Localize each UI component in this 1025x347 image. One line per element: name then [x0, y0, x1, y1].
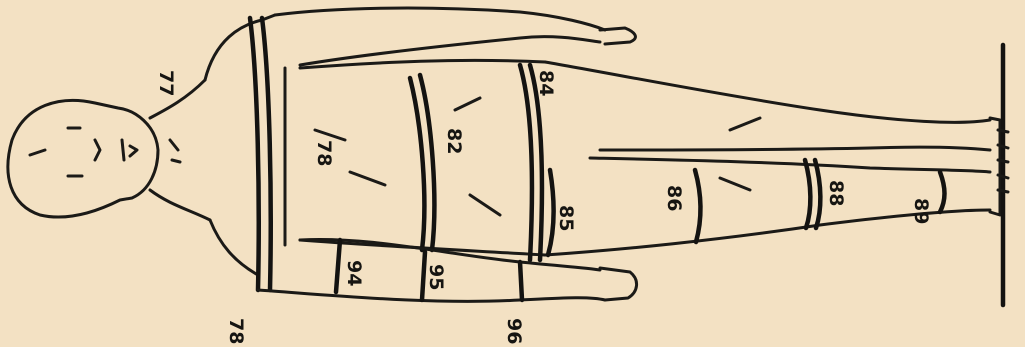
- torso-line-4: [455, 98, 480, 110]
- label-forearm: 95: [425, 264, 447, 290]
- arm-bottom-lower: [258, 290, 605, 301]
- label-neck: 77: [155, 70, 177, 96]
- shoulder-bottom: [210, 220, 258, 275]
- calf-band-2: [815, 160, 820, 228]
- label-calf: 88: [825, 180, 847, 206]
- label-waist: 82: [443, 128, 465, 154]
- ankle-band: [940, 172, 945, 212]
- chin-mark: [130, 146, 137, 156]
- label-hip: 84: [535, 70, 557, 96]
- waist-band-2: [410, 78, 424, 250]
- upper-arm-band: [336, 240, 340, 292]
- feet-outline: [990, 118, 1000, 215]
- hip-band: [520, 65, 532, 260]
- mouth: [122, 140, 124, 160]
- nose: [95, 140, 100, 160]
- chest-band: [262, 18, 271, 290]
- forearm-band: [422, 252, 425, 300]
- torso-line-1: [315, 130, 345, 140]
- label-chest: 78: [313, 140, 335, 166]
- neck-marks: [170, 140, 180, 162]
- head-outline: [8, 100, 158, 217]
- label-ankle: 89: [910, 198, 932, 224]
- leg-top-lower: [600, 147, 990, 150]
- torso-line-2: [350, 172, 385, 185]
- torso-line-3: [470, 195, 500, 215]
- label-shoulder: 78: [225, 318, 247, 344]
- label-upper-arm: 94: [343, 260, 365, 286]
- arm-top-upper: [275, 8, 605, 30]
- torso-top-edge: [300, 60, 545, 68]
- calf-band: [805, 160, 810, 228]
- label-wrist: 96: [503, 318, 525, 344]
- knee-mark-top: [730, 118, 760, 130]
- label-thigh: 85: [555, 205, 577, 231]
- leg-bottom-upper: [590, 158, 990, 172]
- knee-mark-bottom: [720, 178, 750, 190]
- hand-top: [600, 28, 635, 44]
- wrist-band: [520, 262, 522, 300]
- knee-band: [695, 170, 700, 242]
- thigh-band: [548, 170, 554, 255]
- label-knee: 86: [663, 185, 685, 211]
- chest-band-2: [250, 18, 259, 290]
- leg-top-upper: [545, 62, 990, 122]
- eyebrow-left: [30, 150, 45, 155]
- neck-outline-bottom: [150, 190, 210, 220]
- hand-bottom: [600, 268, 637, 300]
